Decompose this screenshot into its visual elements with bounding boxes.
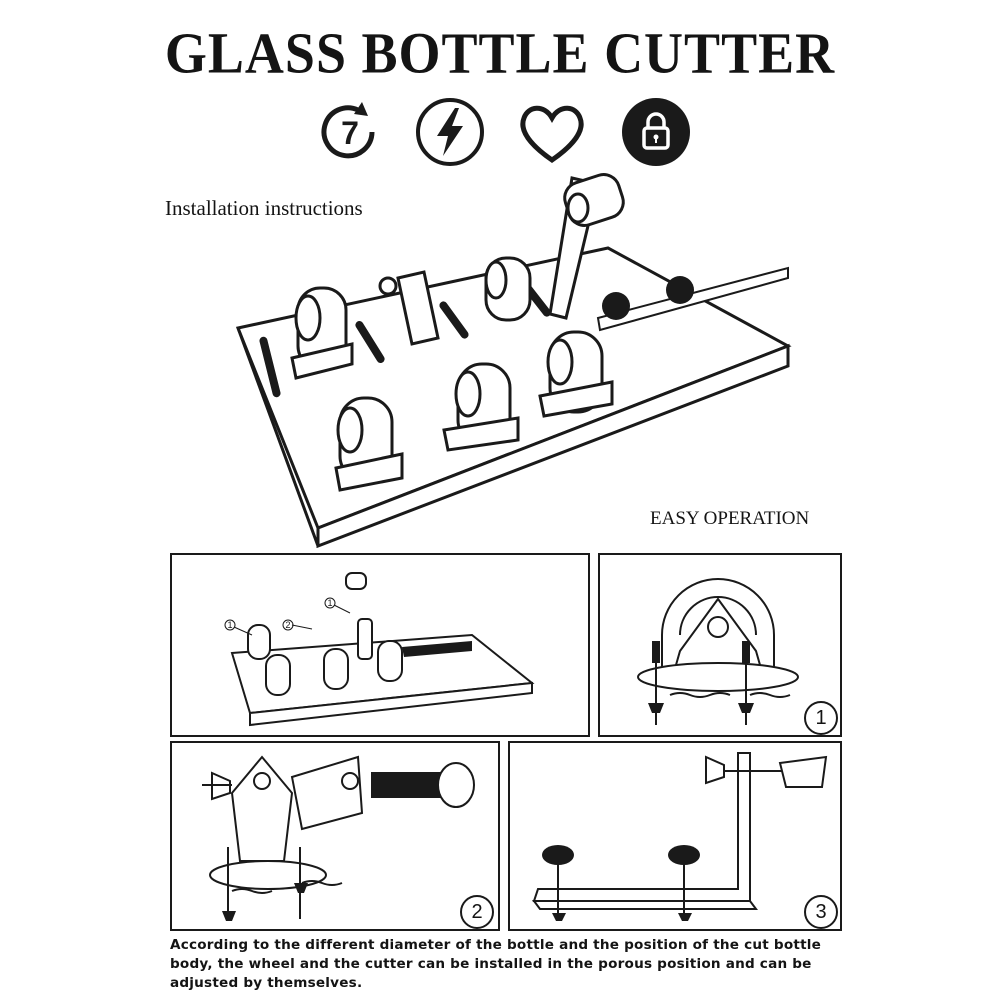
cutter-board-illustration [228, 168, 798, 549]
heart-icon [512, 92, 592, 172]
overview-panel: 1 2 1 [170, 553, 590, 737]
step3-panel: 3 [508, 741, 842, 931]
installation-label: Installation instructions [165, 196, 363, 220]
callout-3: 1 [327, 598, 332, 608]
step-number-2: 2 [460, 895, 494, 929]
step1-panel: 1 [598, 553, 842, 737]
badge-number: 7 [341, 115, 359, 151]
operation-label: EASY OPERATION [650, 508, 810, 529]
callout-1: 1 [227, 620, 232, 630]
feature-badges: 7 [0, 92, 1000, 172]
lock-icon [616, 92, 696, 172]
callout-2: 2 [285, 620, 290, 630]
seven-day-return-icon: 7 [310, 92, 390, 172]
page-title: GLASS BOTTLE CUTTER [164, 20, 836, 86]
step-number-1: 1 [804, 701, 838, 735]
instruction-caption: According to the different diameter of t… [170, 937, 822, 991]
step2-panel: 2 [170, 741, 500, 931]
step-number-3: 3 [804, 895, 838, 929]
lightning-icon [410, 92, 490, 172]
